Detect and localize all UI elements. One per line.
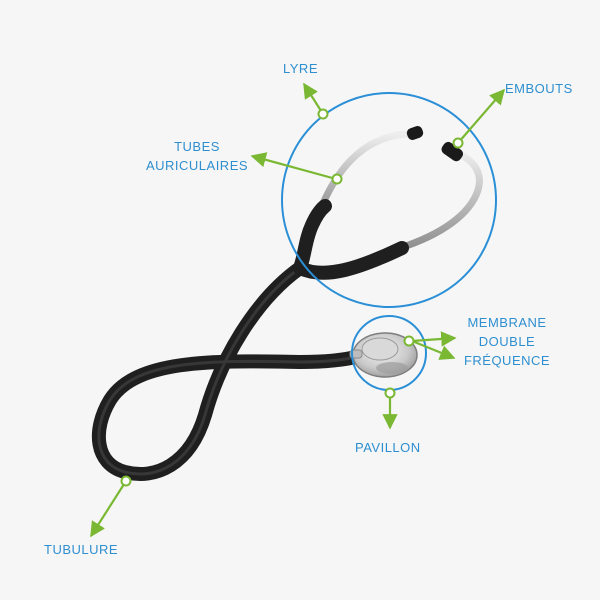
label-tubes-line2: AURICULAIRES (145, 158, 249, 173)
label-tubes-line1: TUBES (174, 139, 220, 154)
label-tubes-auriculaires: TUBES AURICULAIRES (145, 137, 249, 175)
label-membrane-line1: MEMBRANE (467, 315, 547, 330)
dot-lyre (317, 108, 329, 120)
label-membrane-line3: FRÉQUENCE (463, 353, 551, 368)
label-lyre: LYRE (283, 61, 318, 76)
leader-tubulure (90, 480, 127, 538)
leader-dots (120, 108, 464, 487)
dot-pavillon (384, 387, 396, 399)
dot-tubulure (120, 475, 132, 487)
leader-lines (90, 82, 506, 538)
label-membrane: MEMBRANE DOUBLE FRÉQUENCE (458, 313, 556, 370)
label-pavillon: PAVILLON (355, 440, 421, 455)
label-tubulure: TUBULURE (44, 542, 119, 557)
lyre-callout-circle (281, 92, 497, 308)
leader-lyre (303, 82, 324, 115)
leader-embouts (457, 88, 506, 144)
dot-tubes (331, 173, 343, 185)
leader-membrane-1 (411, 331, 457, 347)
label-membrane-line2: DOUBLE (478, 334, 536, 349)
chest-piece (349, 332, 418, 378)
dot-embouts (452, 137, 464, 149)
lyre-assembly (293, 126, 483, 280)
dot-membrane (403, 335, 415, 347)
tubing (91, 261, 367, 482)
label-embouts: EMBOUTS (505, 81, 573, 96)
leader-membrane-2 (411, 339, 456, 360)
leader-tubes (250, 152, 337, 181)
